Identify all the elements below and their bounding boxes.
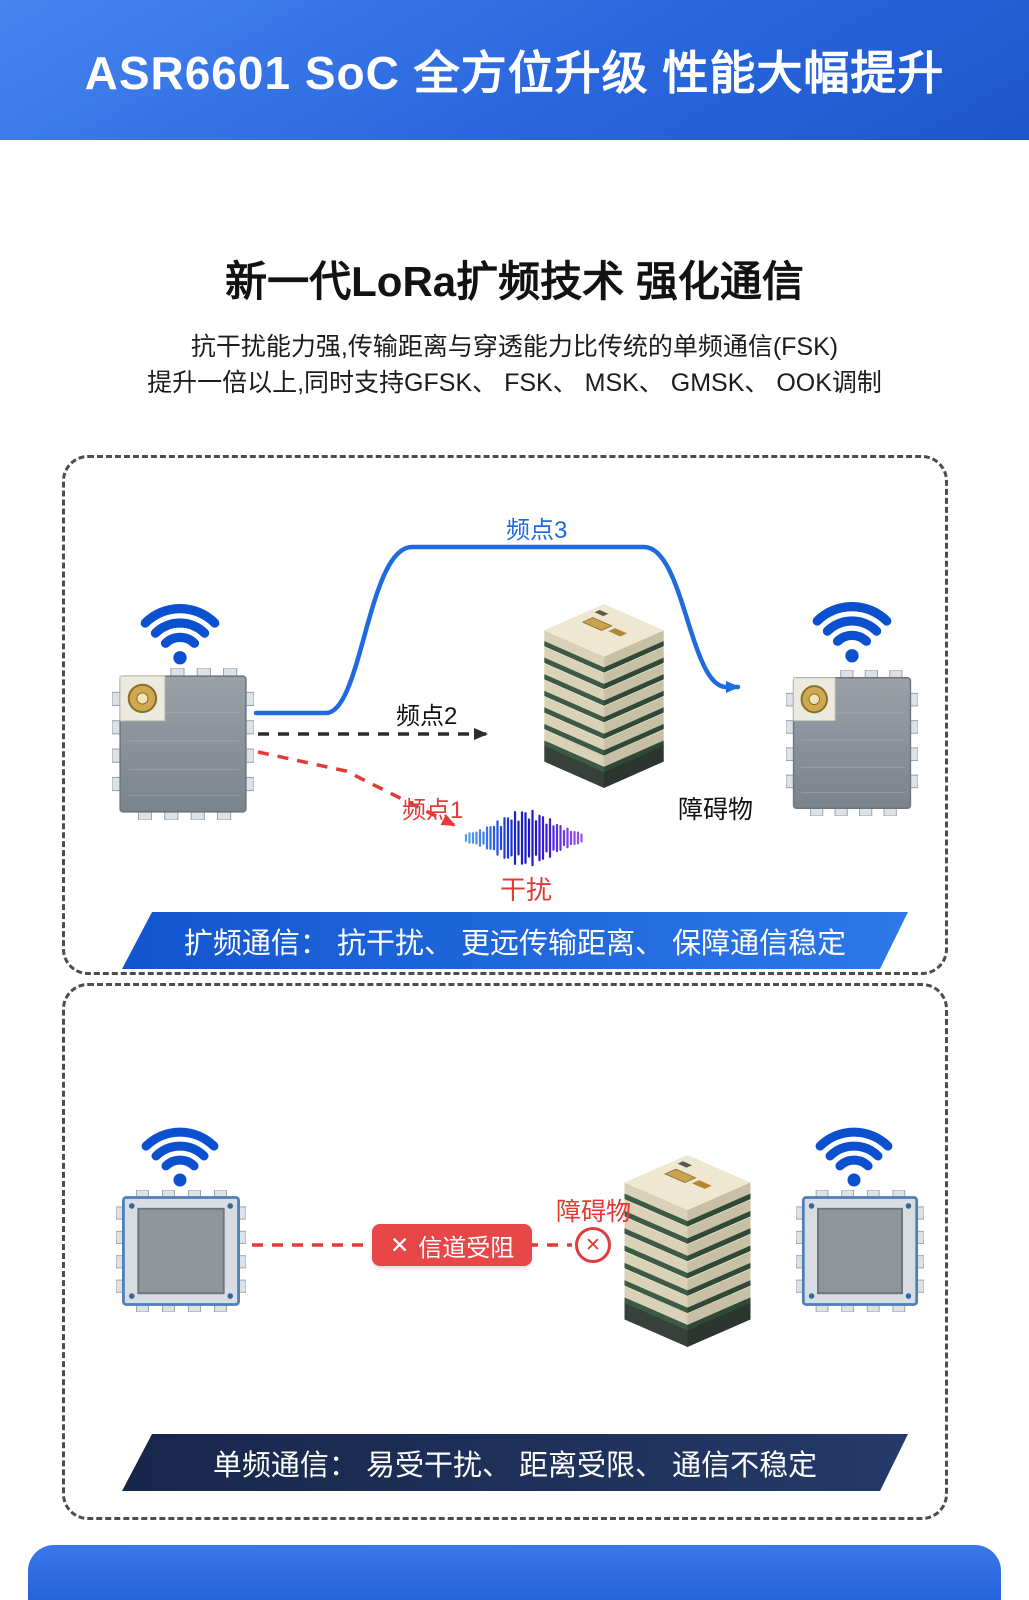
- single-frequency-banner-text: 单频通信： 易受干扰、 距离受限、 通信不稳定: [212, 1449, 818, 1482]
- lora-module-left: [116, 1190, 246, 1312]
- lora-module-right: [796, 1190, 924, 1312]
- blocked-channel-label: 信道受阻: [418, 1234, 515, 1262]
- freq1-label: 频点1: [402, 797, 464, 824]
- obstacle-label: 障碍物: [678, 796, 754, 824]
- section-title: 新一代LoRa扩频技术 强化通信: [225, 258, 804, 305]
- wifi-icon: [128, 1110, 232, 1190]
- single-frequency-panel: [62, 983, 948, 1520]
- wifi-icon: [128, 586, 232, 668]
- interference-waveform: [464, 809, 583, 867]
- spread-spectrum-banner-text: 扩频通信： 抗干扰、 更远传输距离、 保障通信稳定: [183, 927, 847, 960]
- blocked-channel-badge: ✕ 信道受阻: [372, 1224, 533, 1266]
- section-subtitle-line1: 抗干扰能力强,传输距离与穿透能力比传统的单频通信(FSK): [190, 333, 839, 361]
- page-title: ASR6601 SoC 全方位升级 性能大幅提升: [84, 47, 945, 99]
- spread-spectrum-panel: [62, 455, 948, 975]
- next-section-bar: [28, 1545, 1001, 1600]
- obstacle-building: [540, 604, 668, 788]
- blocked-circle-x-icon: ✕: [575, 1227, 611, 1263]
- single-frequency-banner: 单频通信： 易受干扰、 距离受限、 通信不稳定: [122, 1434, 908, 1491]
- obstacle-label: 障碍物: [556, 1198, 632, 1226]
- freq2-label: 频点2: [396, 703, 458, 730]
- x-icon: ✕: [390, 1231, 410, 1258]
- section-subtitle: 抗干扰能力强,传输距离与穿透能力比传统的单频通信(FSK) 提升一倍以上,同时支…: [0, 330, 1029, 401]
- wifi-icon: [802, 1110, 906, 1190]
- freq3-label: 频点3: [506, 517, 568, 544]
- wifi-icon: [800, 584, 904, 666]
- blocked-path-graphic: [252, 1243, 572, 1247]
- lora-module-right: [786, 670, 918, 816]
- obstacle-building: [620, 1155, 755, 1347]
- frequency-paths-graphic: [253, 544, 741, 827]
- lora-module-left: [112, 668, 254, 820]
- section-subtitle-line2: 提升一倍以上,同时支持GFSK、 FSK、 MSK、 GMSK、 OOK调制: [147, 368, 882, 397]
- spread-spectrum-banner: 扩频通信： 抗干扰、 更远传输距离、 保障通信稳定: [122, 912, 908, 969]
- interference-label: 干扰: [500, 875, 553, 905]
- header-banner: ASR6601 SoC 全方位升级 性能大幅提升: [0, 0, 1029, 140]
